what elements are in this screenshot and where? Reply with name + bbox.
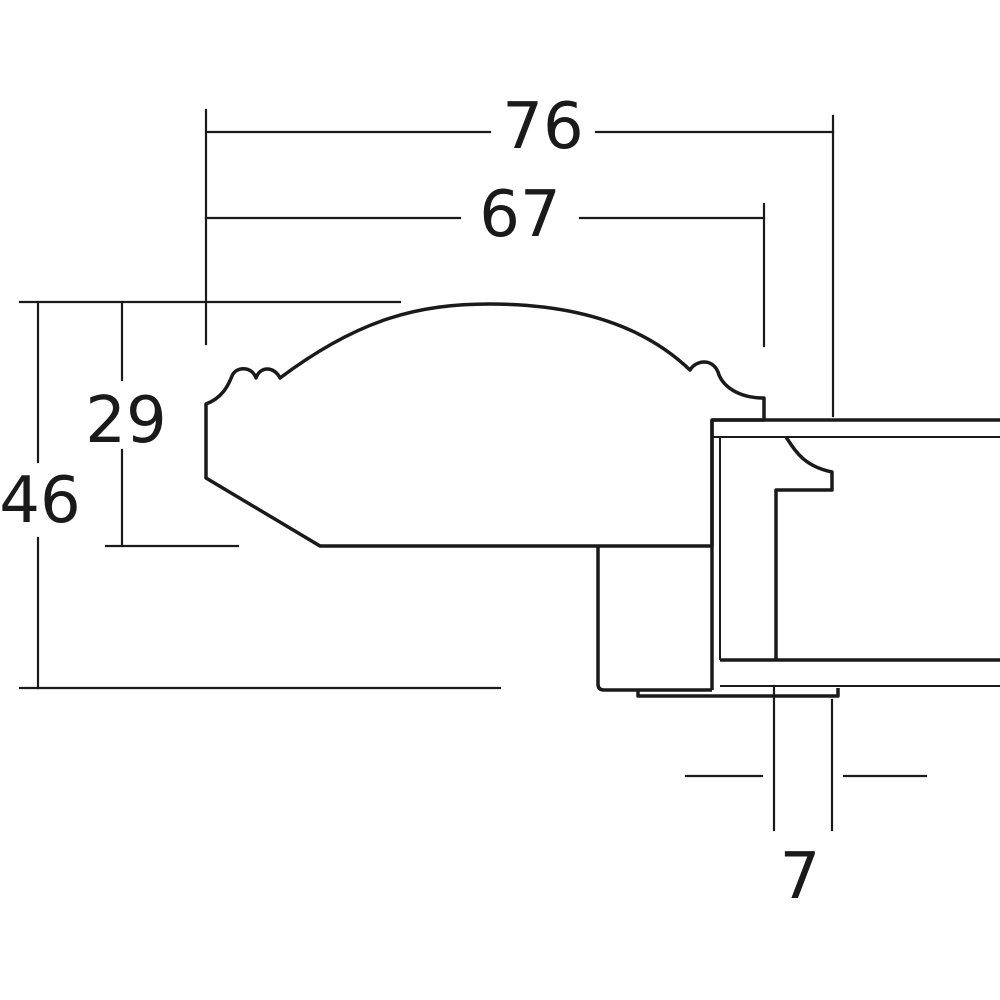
- moulding-profile: [204, 302, 766, 692]
- label-overall-width: 76: [502, 90, 583, 164]
- moulding-outline: [204, 302, 766, 548]
- label-rebate-width: 7: [780, 840, 821, 914]
- bottom-plate: [636, 688, 840, 698]
- inner-frame-assembly: [636, 418, 1000, 698]
- dimension-labels: 76 67 29 46 7: [0, 90, 820, 914]
- label-overall-height: 46: [0, 464, 81, 538]
- label-inner-width: 67: [479, 178, 560, 252]
- dimension-lines: [18, 108, 928, 832]
- moulding-lower-block: [596, 546, 712, 692]
- label-rebate-height: 29: [85, 384, 166, 458]
- backing-profile: [774, 436, 834, 660]
